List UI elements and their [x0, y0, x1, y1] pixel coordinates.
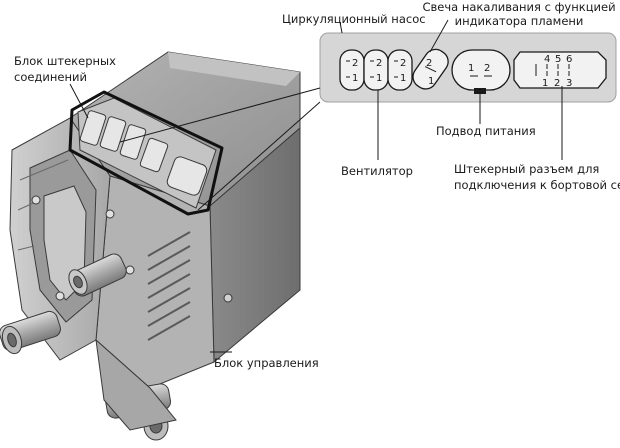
- label-connector-block-line2: соединений: [14, 70, 87, 84]
- fan-connector: 2 1: [363, 49, 389, 91]
- leader-lines: [69, 19, 563, 353]
- callout-panel: 2 1 2 1 2 1 2 1 1: [319, 32, 617, 103]
- label-control-unit: Блок управления: [214, 356, 319, 370]
- fan-pin-1: 1: [376, 73, 382, 84]
- label-power-supply: Подвод питания: [436, 124, 536, 138]
- fan-pin-2: 2: [376, 58, 382, 69]
- pump-pin-1: 1: [352, 73, 358, 84]
- third-pin-1: 1: [400, 73, 406, 84]
- pump-connector: 2 1: [339, 49, 365, 91]
- glow-plug-pin-2: 2: [426, 58, 432, 69]
- label-glow-plug-line1: Свеча накаливания с функцией: [422, 0, 616, 14]
- vent-grille: [147, 231, 191, 341]
- onboard-pin-6: 6: [566, 54, 572, 65]
- label-fan: Вентилятор: [341, 164, 413, 178]
- power-pin-1: 1: [468, 63, 474, 74]
- onboard-pin-5: 5: [555, 54, 561, 65]
- pump-pin-2: 2: [352, 58, 358, 69]
- power-pin-2: 2: [484, 63, 490, 74]
- power-connector: 1 2: [451, 49, 511, 94]
- glow-plug-pin-1: 1: [428, 76, 434, 87]
- third-connector: 2 1: [387, 49, 413, 91]
- label-onboard-connector-line2: подключения к бортовой сети: [454, 178, 620, 192]
- onboard-pin-4: 4: [544, 54, 550, 65]
- label-onboard-connector-line1: Штекерный разъем для: [454, 162, 600, 176]
- connector-highlight-outline: [68, 90, 224, 216]
- label-circulation-pump: Циркуляционный насос: [282, 12, 426, 26]
- glow-plug-connector: [412, 48, 449, 90]
- label-glow-plug-line2: индикатора пламени: [454, 14, 584, 28]
- label-connector-block-line1: Блок штекерных: [14, 54, 116, 68]
- onboard-pin-3: 3: [566, 78, 572, 89]
- third-pin-2: 2: [400, 58, 406, 69]
- connector-block: [77, 97, 217, 209]
- onboard-pin-1: 1: [542, 78, 548, 89]
- onboard-connector: 4 5 6 1 2 3: [513, 51, 607, 89]
- coolant-pipes: [0, 253, 177, 441]
- onboard-pin-2: 2: [554, 78, 560, 89]
